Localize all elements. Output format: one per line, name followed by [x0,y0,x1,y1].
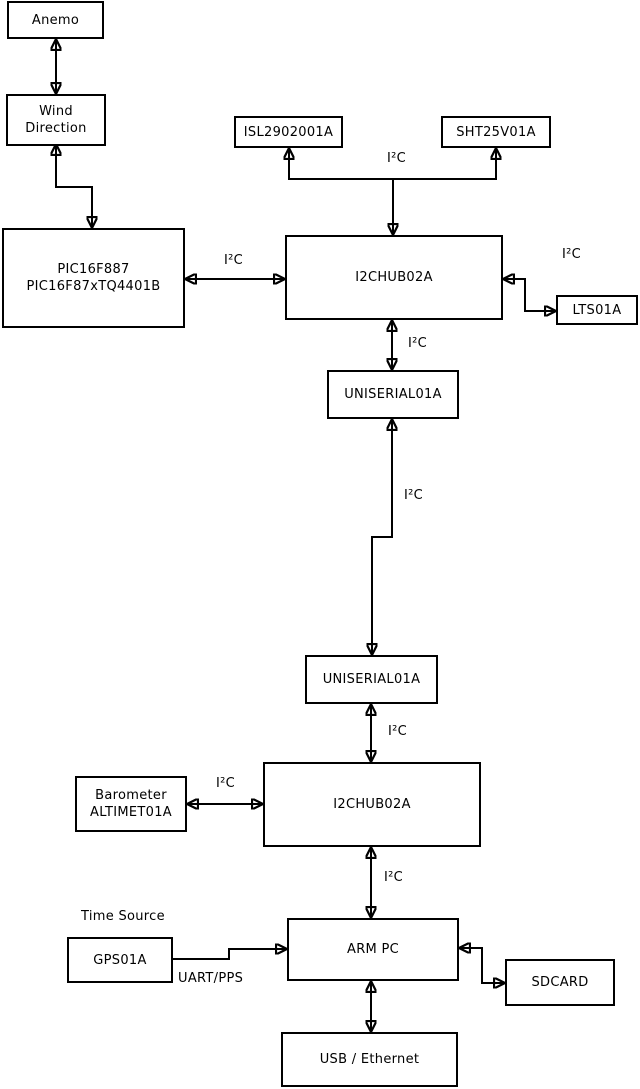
node-sht-sensor: SHT25V01A [441,116,551,148]
node-usb-ethernet: USB / Ethernet [281,1032,458,1087]
node-uniserial-bottom: UNISERIAL01A [305,655,438,704]
node-isl-label: ISL2902001A [243,124,334,140]
node-usb-ethernet-label: USB / Ethernet [319,1052,420,1067]
node-pic-line2: PIC16F87xTQ4401B [26,279,161,294]
connector-hub1-lts [503,279,556,311]
node-wind-direction-label: Wind Direction [25,104,87,136]
node-i2c-hub-bottom: I2CHUB02A [263,762,481,847]
node-sht-label: SHT25V01A [456,124,536,140]
node-i2c-hub-top: I2CHUB02A [285,235,503,320]
node-i2c-hub-top-label: I2CHUB02A [355,270,433,285]
node-arm-pc: ARM PC [287,918,459,981]
node-wind-direction: Wind Direction [6,94,106,146]
node-uniserial-top-label: UNISERIAL01A [344,387,442,402]
node-i2c-hub-bottom-label: I2CHUB02A [333,797,411,812]
node-arm-pc-label: ARM PC [347,942,399,957]
edge-label-i2c-hub2-armpc: I²C [384,870,404,885]
connector-uniserial1-uniserial2 [372,419,392,655]
connector-armpc-sdcard [459,948,505,983]
node-uniserial-top: UNISERIAL01A [327,370,459,419]
node-sdcard-label: SDCARD [531,975,589,990]
node-pic-line1: PIC16F887 [57,262,130,277]
node-uniserial-bottom-label: UNISERIAL01A [322,672,421,687]
connector-gps-armpc [173,949,287,960]
edge-label-i2c-uniserial-link: I²C [404,488,424,503]
edge-label-uart-pps: UART/PPS [178,971,244,986]
node-gps: GPS01A [67,937,173,983]
node-anemometer-label: Anemo [31,12,80,28]
edge-label-i2c-barometer-hub2: I²C [216,776,236,791]
node-lts-sensor: LTS01A [556,295,638,325]
node-anemometer: Anemo [7,1,104,39]
edge-label-i2c-hub-uniserial: I²C [408,336,428,351]
node-sdcard: SDCARD [505,959,615,1006]
edge-label-time-source: Time Source [81,909,165,924]
node-lts-label: LTS01A [572,302,622,318]
edge-label-i2c-pic-hub: I²C [224,253,244,268]
edge-label-i2c-hub-lts: I²C [562,247,582,262]
node-gps-label: GPS01A [93,952,147,968]
node-pic-microcontroller: PIC16F887 PIC16F87xTQ4401B [2,228,185,328]
node-barometer-line1: Barometer [95,788,167,803]
node-isl-sensor: ISL2902001A [234,116,343,148]
edge-label-i2c-uniserial-hub2: I²C [388,724,408,739]
edge-label-i2c-sensor-bus: I²C [387,151,407,166]
node-barometer-line2: ALTIMET01A [90,805,172,820]
connector-wind-pic [56,144,92,228]
node-barometer: Barometer ALTIMET01A [75,776,187,832]
